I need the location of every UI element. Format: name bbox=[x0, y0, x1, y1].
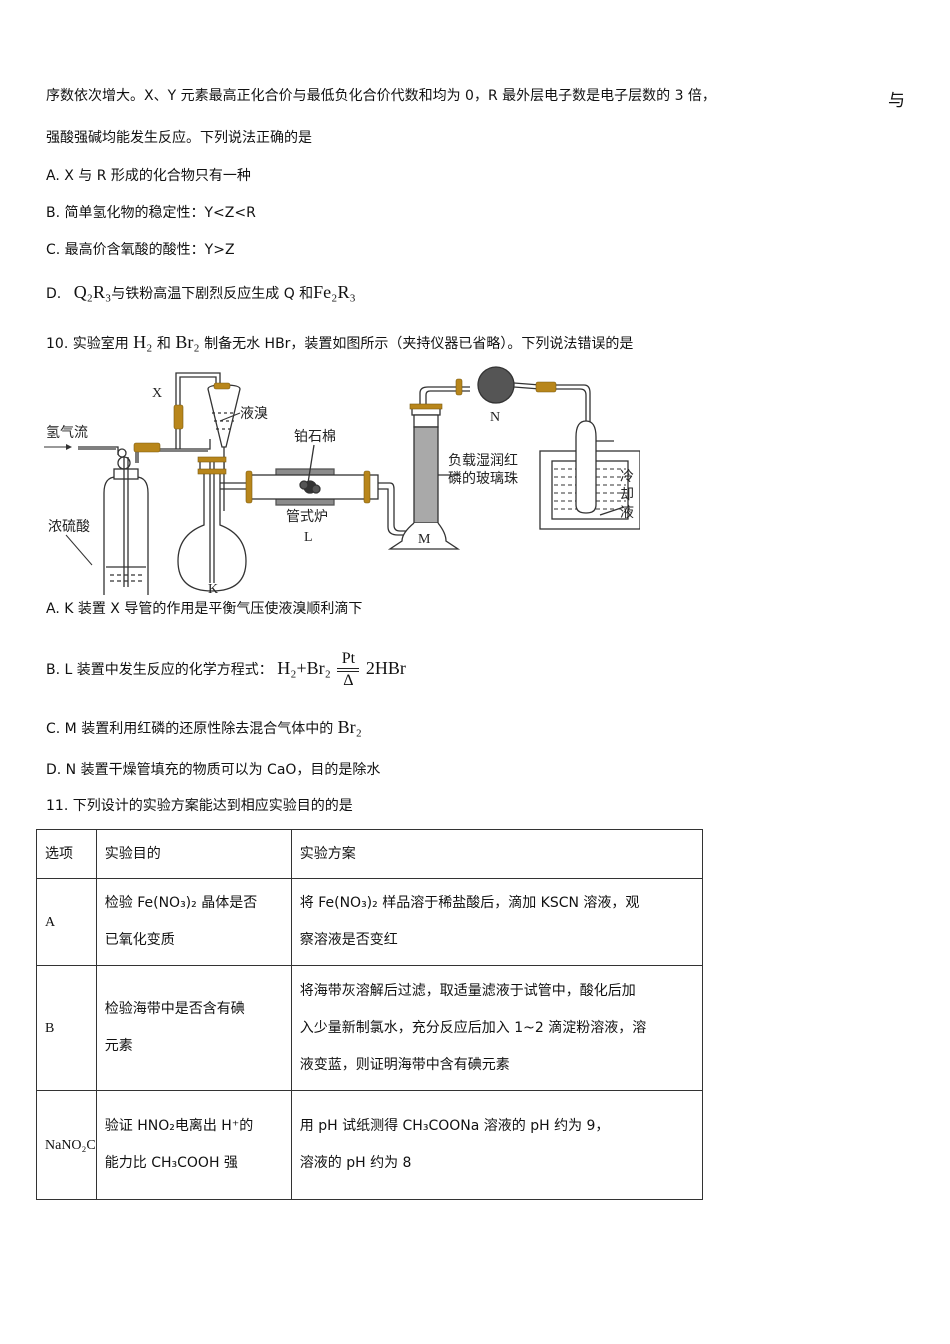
q10-stem-prefix: 10. 实验室用 bbox=[46, 336, 129, 352]
row-option: NaNO₂C bbox=[36, 1090, 97, 1200]
q9-stem-text: 序数依次增大。X、Y 元素最高正化合价与最低负化合价代数和均为 0，R 最外层电… bbox=[46, 88, 716, 104]
q9-stem-line1: 序数依次增大。X、Y 元素最高正化合价与最低负化合价代数和均为 0，R 最外层电… bbox=[46, 86, 716, 106]
q10-stem: 10. 实验室用 H₂ 和 Br₂ 制备无水 HBr，装置如图所示（夹持仪器已省… bbox=[46, 332, 633, 354]
q10-option-b: B. L 装置中发生反应的化学方程式： H₂+Br₂ Pt Δ 2HBr bbox=[46, 650, 406, 690]
label-coolant-3: 液 bbox=[620, 505, 634, 521]
q11-table: 选项 实验目的 实验方案 A 检验 Fe(NO₃)₂ 晶体是否 已氧化变质 将 … bbox=[36, 829, 704, 1200]
header-option: 选项 bbox=[36, 829, 97, 879]
table-header-row: 选项 实验目的 实验方案 bbox=[36, 829, 704, 879]
q9-stem-tail: 与 bbox=[888, 91, 905, 111]
q9-formula-q2r3: Q₂R₃ bbox=[73, 282, 112, 302]
header-purpose: 实验目的 bbox=[95, 829, 292, 879]
q10-formula-br2: Br₂ bbox=[175, 332, 200, 352]
plan-line: 将海带灰溶解后过滤，取适量滤液于试管中，酸化后加 bbox=[299, 982, 636, 999]
table-row: A 检验 Fe(NO₃)₂ 晶体是否 已氧化变质 将 Fe(NO₃)₂ 样品溶于… bbox=[36, 878, 704, 966]
equals-sign bbox=[337, 668, 360, 672]
row-plan: 将 Fe(NO₃)₂ 样品溶于稀盐酸后，滴加 KSCN 溶液，观 察溶液是否变红 bbox=[290, 878, 704, 966]
q9-formula-fe2r3: Fe₂R₃ bbox=[313, 282, 356, 302]
q10-reaction-condition: Pt Δ bbox=[337, 650, 360, 690]
row-purpose: 验证 HNO₂电离出 H⁺的 能力比 CH₃COOH 强 bbox=[95, 1090, 292, 1200]
row-plan: 用 pH 试纸测得 CH₃COONa 溶液的 pH 约为 9， 溶液的 pH 约… bbox=[290, 1090, 704, 1200]
label-red-phosphorus-2: 磷的玻璃珠 bbox=[448, 470, 518, 487]
q10-formula-h2: H₂ bbox=[133, 332, 153, 352]
label-n: N bbox=[490, 410, 500, 425]
plan-line: 将 Fe(NO₃)₂ 样品溶于稀盐酸后，滴加 KSCN 溶液，观 bbox=[299, 895, 640, 911]
q10-equation-lhs: H₂+Br₂ bbox=[277, 658, 331, 678]
q10-equation-rhs: 2HBr bbox=[365, 658, 406, 678]
q10-option-c: C. M 装置利用红磷的还原性除去混合气体中的 Br₂ bbox=[46, 717, 362, 739]
plan-line: 液变蓝，则证明海带中含有碘元素 bbox=[299, 1056, 510, 1073]
header-plan: 实验方案 bbox=[290, 829, 704, 879]
label-k: K bbox=[208, 582, 218, 595]
label-conc-sulfuric: 浓硫酸 bbox=[48, 519, 90, 535]
purpose-line: 能力比 CH₃COOH 强 bbox=[104, 1155, 238, 1171]
row-option: A bbox=[36, 878, 97, 966]
q10-option-c-text: C. M 装置利用红磷的还原性除去混合气体中的 bbox=[46, 721, 334, 737]
label-tube-furnace: 管式炉 bbox=[286, 509, 328, 525]
plan-line: 溶液的 pH 约为 8 bbox=[299, 1155, 412, 1171]
label-coolant-2: 却 bbox=[620, 487, 634, 503]
purpose-line: 检验 Fe(NO₃)₂ 晶体是否 bbox=[104, 895, 258, 911]
apparatus-diagram: X 氢气流 浓硫酸 液溴 K 铂石棉 管式炉 L 负载湿润红 磷的玻璃珠 M N… bbox=[44, 366, 640, 595]
label-liquid-bromine: 液溴 bbox=[240, 406, 268, 422]
q11-stem: 11. 下列设计的实验方案能达到相应实验目的的是 bbox=[46, 798, 353, 814]
purpose-line: 检验海带中是否含有碘 bbox=[104, 1001, 245, 1017]
q10-option-a: A. K 装置 X 导管的作用是平衡气压使液溴顺利滴下 bbox=[46, 601, 363, 617]
row-plan: 将海带灰溶解后过滤，取适量滤液于试管中，酸化后加 入少量新制氯水，充分反应后加入… bbox=[290, 965, 704, 1091]
q9-option-a: A. X 与 R 形成的化合物只有一种 bbox=[46, 168, 251, 184]
purpose-line: 已氧化变质 bbox=[104, 932, 175, 948]
q10-option-d: D. N 装置干燥管填充的物质可以为 CaO，目的是除水 bbox=[46, 762, 381, 778]
table-row: B 检验海带中是否含有碘 元素 将海带灰溶解后过滤，取适量滤液于试管中，酸化后加… bbox=[36, 965, 704, 1091]
row-purpose: 检验 Fe(NO₃)₂ 晶体是否 已氧化变质 bbox=[95, 878, 292, 966]
plan-line: 入少量新制氯水，充分反应后加入 1~2 滴淀粉溶液，溶 bbox=[299, 1019, 647, 1036]
q9-option-d-text: 与铁粉高温下剧烈反应生成 Q 和 bbox=[111, 286, 314, 302]
label-hydrogen-flow: 氢气流 bbox=[46, 425, 88, 441]
q10-option-b-text: B. L 装置中发生反应的化学方程式： bbox=[46, 662, 273, 678]
table-row: NaNO₂C 验证 HNO₂电离出 H⁺的 能力比 CH₃COOH 强 用 pH… bbox=[36, 1090, 704, 1200]
label-red-phosphorus-1: 负载湿润红 bbox=[448, 453, 518, 469]
label-platinum-wool: 铂石棉 bbox=[294, 428, 336, 445]
label-m: M bbox=[418, 532, 431, 547]
q10-and: 和 bbox=[156, 336, 171, 352]
purpose-line: 元素 bbox=[104, 1038, 133, 1054]
q9-option-d: D. Q₂R₃与铁粉高温下剧烈反应生成 Q 和Fe₂R₃ bbox=[46, 282, 356, 304]
q9-option-b: B. 简单氢化物的稳定性：Y<Z<R bbox=[46, 205, 256, 221]
condition-catalyst: Pt bbox=[341, 650, 356, 667]
condition-heat: Δ bbox=[343, 672, 354, 689]
purpose-line: 验证 HNO₂电离出 H⁺的 bbox=[104, 1118, 254, 1134]
q9-stem-line2: 强酸强碱均能发生反应。下列说法正确的是 bbox=[46, 130, 312, 146]
label-coolant-1: 冷 bbox=[620, 469, 634, 485]
q10-formula-br2-c: Br₂ bbox=[337, 717, 362, 737]
q9-option-d-label: D. bbox=[46, 286, 62, 302]
plan-line: 察溶液是否变红 bbox=[299, 932, 398, 948]
label-l: L bbox=[304, 530, 313, 545]
row-purpose: 检验海带中是否含有碘 元素 bbox=[95, 965, 292, 1091]
row-option: B bbox=[36, 965, 97, 1091]
q10-stem-suffix: 制备无水 HBr，装置如图所示（夹持仪器已省略）。下列说法错误的是 bbox=[204, 336, 634, 352]
q9-option-c: C. 最高价含氧酸的酸性：Y>Z bbox=[46, 242, 235, 258]
plan-line: 用 pH 试纸测得 CH₃COONa 溶液的 pH 约为 9， bbox=[299, 1118, 610, 1134]
label-x: X bbox=[152, 386, 162, 401]
